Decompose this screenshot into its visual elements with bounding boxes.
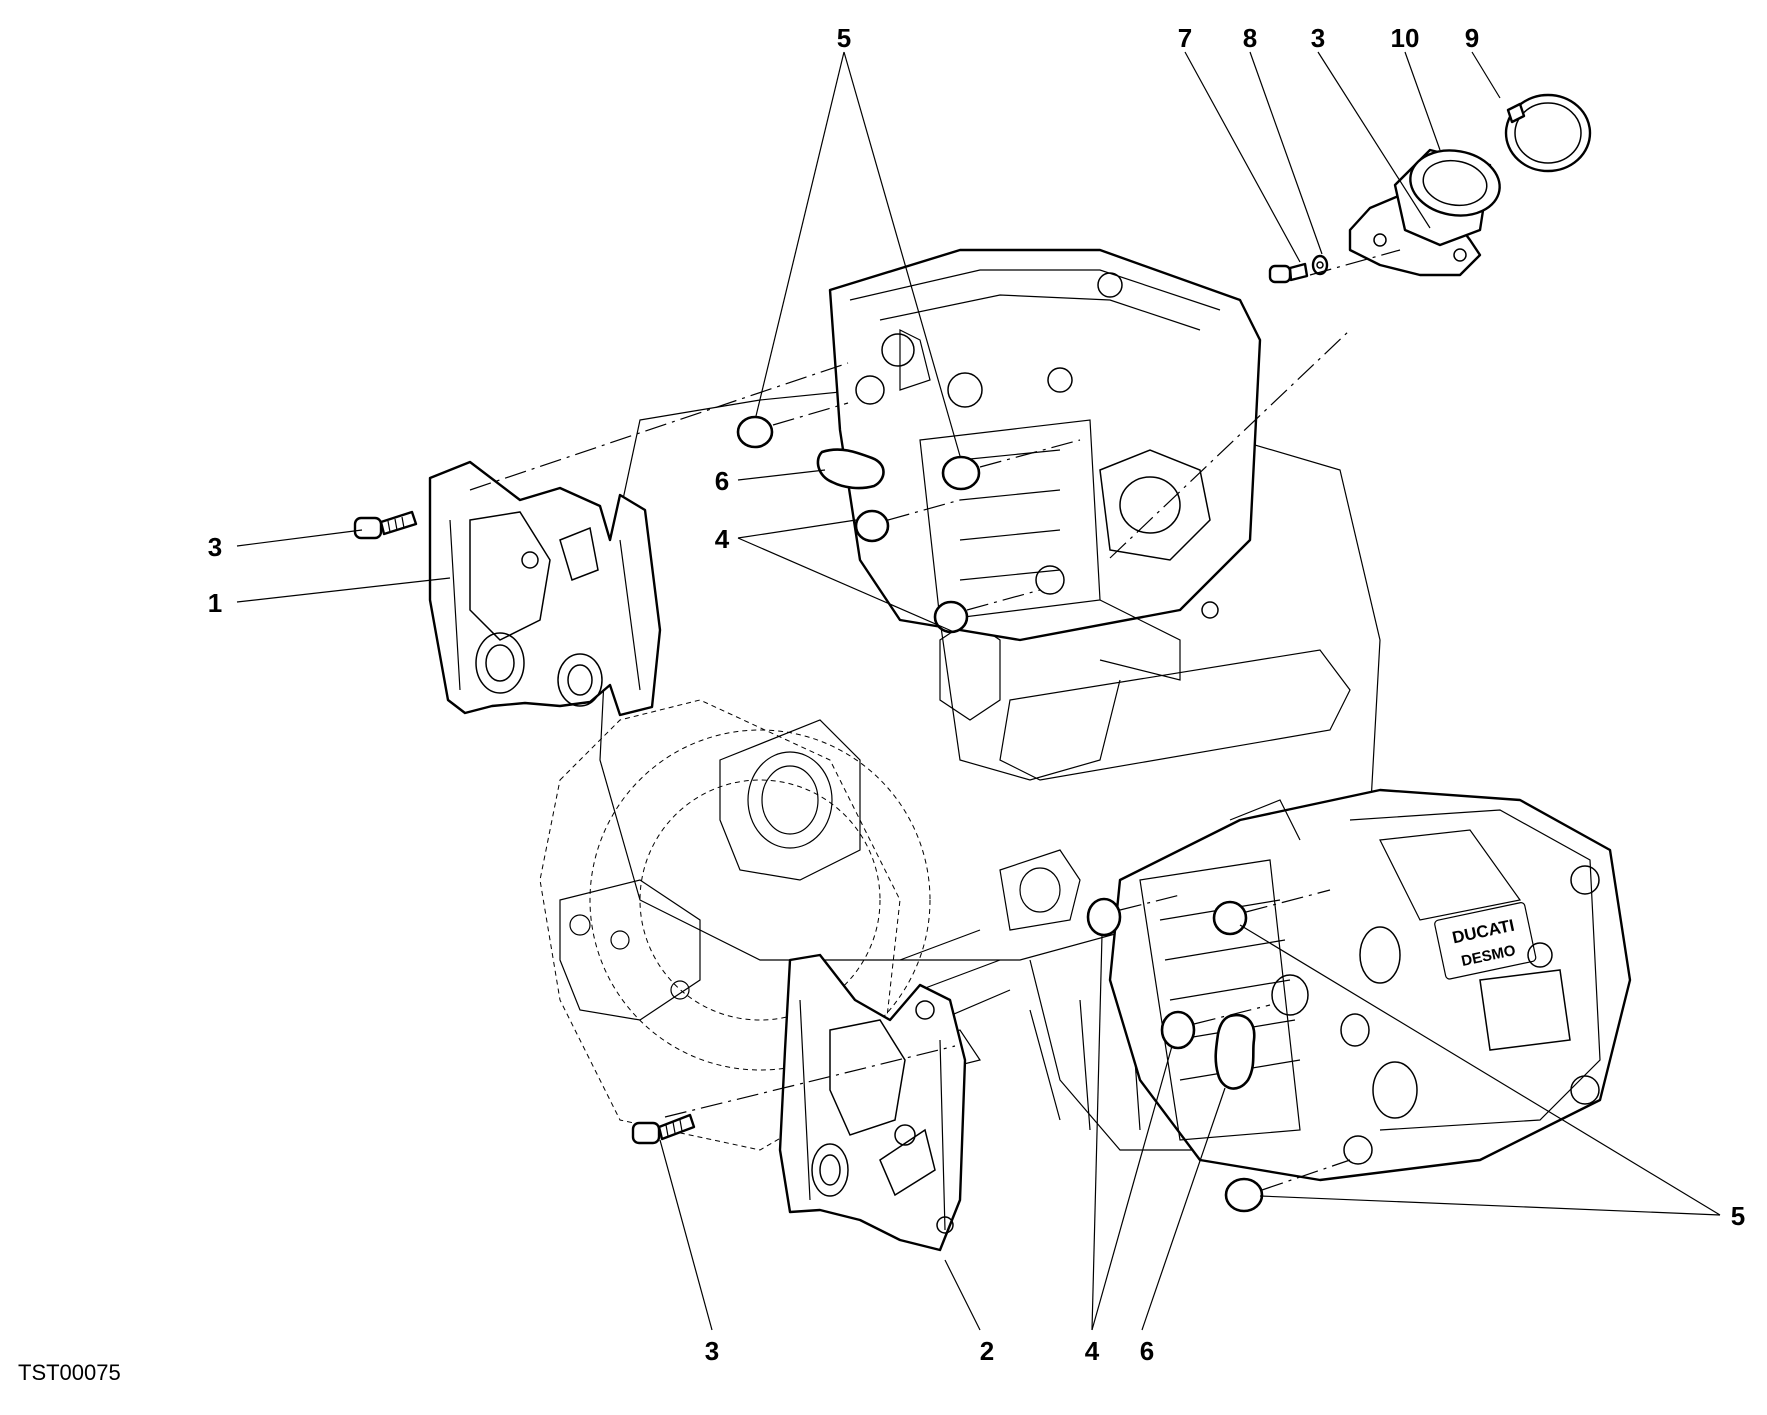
callout-top-7: 7: [1178, 23, 1192, 53]
timing-belt-cover-upper: [428, 460, 662, 717]
callout-labels: 5 7 8 3 10 9 6 4 3 1 3 2 4 6 5: [208, 23, 1745, 1366]
callout-left-3: 3: [208, 532, 222, 562]
callout-bottom-2: 2: [980, 1336, 994, 1366]
screw-upper-left: [353, 510, 418, 540]
screw-top-right: [1268, 262, 1309, 284]
screw-lower-left: [631, 1113, 696, 1145]
gasket-6-lower: [1214, 1013, 1256, 1090]
callout-bottom-3: 3: [705, 1336, 719, 1366]
o-ring-5-lower: [1224, 1177, 1264, 1213]
coolant-hose-fitting: [1393, 148, 1501, 247]
hose-clamp: [1504, 93, 1592, 173]
figure-code: TST00075: [18, 1360, 121, 1385]
callout-bottom-4: 4: [1085, 1336, 1100, 1366]
assembly-centerlines: [469, 249, 1401, 1191]
engine-crankcase: [539, 379, 1381, 1151]
o-ring-4-front-a: [1086, 897, 1122, 937]
o-ring-4-mid: [933, 600, 969, 634]
callout-top-3: 3: [1311, 23, 1325, 53]
washer-top-right: [1311, 254, 1329, 276]
callout-left-4: 4: [715, 524, 730, 554]
gasket-6-upper: [816, 448, 885, 490]
timing-belt-cover-lower: [778, 953, 967, 1252]
o-ring-5-front-a: [1212, 900, 1248, 936]
callout-left-1: 1: [208, 588, 222, 618]
callout-top-10: 10: [1391, 23, 1420, 53]
o-ring-4-upper: [854, 509, 890, 543]
o-ring-5-upper: [736, 415, 774, 449]
callout-right-5: 5: [1731, 1201, 1745, 1231]
callout-left-6: 6: [715, 466, 729, 496]
callout-top-8: 8: [1243, 23, 1257, 53]
o-ring-5-mid: [941, 455, 981, 491]
callout-top-9: 9: [1465, 23, 1479, 53]
callout-top-5: 5: [837, 23, 851, 53]
leader-lines: [236, 51, 1721, 1331]
o-ring-4-front-b: [1160, 1010, 1196, 1050]
front-cylinder-head: DUCATI DESMO: [1108, 788, 1632, 1182]
callout-bottom-6: 6: [1140, 1336, 1154, 1366]
rear-cylinder-head: [828, 248, 1262, 781]
